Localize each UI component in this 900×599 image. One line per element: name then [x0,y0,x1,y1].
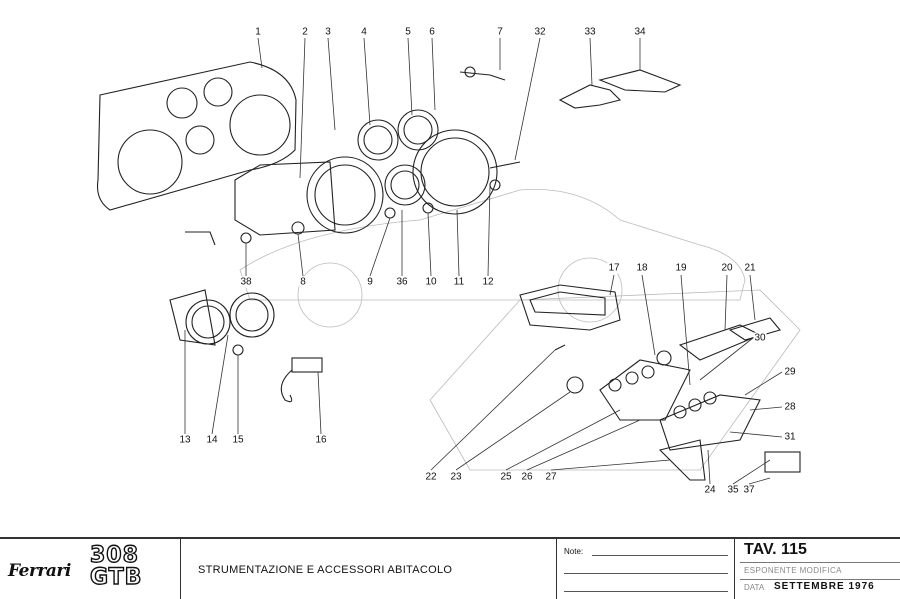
callout-10: 10 [424,276,438,288]
notes-line [592,555,728,556]
callout-30: 30 [753,332,767,344]
notes-line [564,573,728,574]
callout-25: 25 [499,471,513,483]
callout-3: 3 [324,26,332,38]
callout-11: 11 [452,276,466,288]
callout-31: 31 [783,431,797,443]
callout-36: 36 [395,276,409,288]
callout-22: 22 [424,471,438,483]
callout-2: 2 [301,26,309,38]
notes-cell: Note: [556,539,735,599]
callout-37: 37 [742,484,756,496]
callout-16: 16 [314,434,328,446]
callout-17: 17 [607,262,621,274]
revision-label: ESPONENTE MODIFICA [744,566,842,575]
callout-14: 14 [205,434,219,446]
date-label: DATA [744,583,765,592]
ferrari-logo: Ferrari [8,561,71,581]
callout-9: 9 [366,276,374,288]
notes-line [564,591,728,592]
callout-19: 19 [674,262,688,274]
instrument-panel-bezel [96,61,297,211]
callout-18: 18 [635,262,649,274]
drawing-title: STRUMENTAZIONE E ACCESSORI ABITACOLO [198,564,453,576]
table-cell: TAV. 115 ESPONENTE MODIFICA DATA SETTEMB… [734,539,900,599]
callout-28: 28 [783,401,797,413]
bulb-holder [459,66,506,81]
model-number: 308 [89,543,139,568]
callout-13: 13 [178,434,192,446]
notes-label: Note: [564,547,584,556]
callout-35: 35 [726,484,740,496]
callout-38: 38 [239,276,253,288]
callout-27: 27 [544,471,558,483]
date-value: SETTEMBRE 1976 [774,581,875,592]
callout-29: 29 [783,366,797,378]
callout-34: 34 [633,26,647,38]
brand-cell: Ferrari 308 GTB [0,539,181,599]
ashtray [519,284,621,331]
callout-23: 23 [449,471,463,483]
callout-6: 6 [428,26,436,38]
title-cell: STRUMENTAZIONE E ACCESSORI ABITACOLO [180,539,557,599]
callout-8: 8 [299,276,307,288]
divider [740,579,900,580]
callout-26: 26 [520,471,534,483]
switch-panel [554,317,801,481]
instrument-cluster [185,109,521,246]
callout-32: 32 [533,26,547,38]
parts-diagram [96,37,801,485]
model-logo: 308 GTB [89,543,143,590]
callout-21: 21 [743,262,757,274]
table-number: TAV. 115 [744,541,807,558]
callout-7: 7 [496,26,504,38]
callout-15: 15 [231,434,245,446]
brackets [558,69,682,109]
callout-4: 4 [360,26,368,38]
auxiliary-gauges [169,289,323,403]
exploded-view-drawing [96,37,801,485]
leader-lines [184,37,783,485]
callout-5: 5 [404,26,412,38]
callout-33: 33 [583,26,597,38]
callout-1: 1 [254,26,262,38]
model-name: GTB [89,565,143,590]
title-block: Ferrari 308 GTB STRUMENTAZIONE E ACCESSO… [0,537,900,599]
divider [740,562,900,563]
callout-24: 24 [703,484,717,496]
callout-20: 20 [720,262,734,274]
callout-12: 12 [481,276,495,288]
car-silhouette [239,189,801,471]
